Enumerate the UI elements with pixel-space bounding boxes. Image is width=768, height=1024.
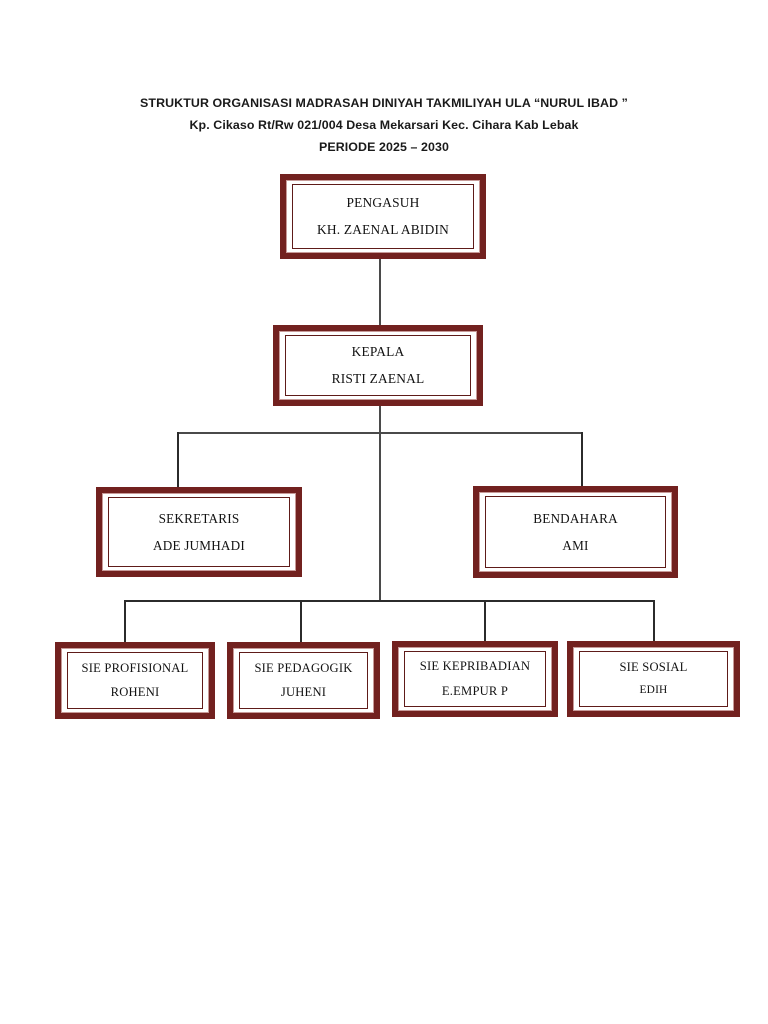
node-pengasuh-frame: PENGASUH KH. ZAENAL ABIDIN <box>286 180 480 253</box>
node-sekretaris-frame: SEKRETARIS ADE JUMHADI <box>102 493 296 571</box>
chart-heading: STRUKTUR ORGANISASI MADRASAH DINIYAH TAK… <box>0 92 768 158</box>
node-kepala-role: KEPALA <box>351 343 405 359</box>
heading-line-title: STRUKTUR ORGANISASI MADRASAH DINIYAH TAK… <box>140 96 628 110</box>
node-sie-profisional[interactable]: SIE PROFISIONAL ROHENI <box>55 642 215 719</box>
node-sie-pedagogik-role: SIE PEDAGOGIK <box>254 660 353 675</box>
connector-drop-pedagogik <box>300 600 302 642</box>
node-sekretaris[interactable]: SEKRETARIS ADE JUMHADI <box>96 487 302 577</box>
node-sie-kepribadian[interactable]: SIE KEPRIBADIAN E.EMPUR P <box>392 641 558 717</box>
node-pengasuh-person: KH. ZAENAL ABIDIN <box>317 222 449 237</box>
connector-drop-sekretaris <box>177 432 179 488</box>
node-sie-sosial-role: SIE SOSIAL <box>619 659 688 674</box>
node-sie-sosial-content: SIE SOSIAL EDIH <box>578 650 729 708</box>
node-sie-kepribadian-role: SIE KEPRIBADIAN <box>419 659 531 674</box>
node-sie-sosial[interactable]: SIE SOSIAL EDIH <box>567 641 740 717</box>
connector-drop-profisional <box>124 600 126 642</box>
node-bendahara[interactable]: BENDAHARA AMI <box>473 486 678 578</box>
node-sie-pedagogik-person: JUHENI <box>280 685 327 699</box>
connector-drop-bendahara <box>581 432 583 487</box>
node-bendahara-frame: BENDAHARA AMI <box>479 492 672 572</box>
node-kepala-frame: KEPALA RISTI ZAENAL <box>279 331 477 400</box>
heading-line-period: PERIODE 2025 – 2030 <box>318 140 450 154</box>
connector-drop-sosial <box>653 600 655 642</box>
connector-level3-bar <box>124 600 655 602</box>
node-sie-sosial-frame: SIE SOSIAL EDIH <box>573 647 734 711</box>
node-pengasuh[interactable]: PENGASUH KH. ZAENAL ABIDIN <box>280 174 486 259</box>
node-sie-kepribadian-person: E.EMPUR P <box>441 683 509 698</box>
node-sie-pedagogik-content: SIE PEDAGOGIK JUHENI <box>238 651 369 710</box>
node-kepala-content: KEPALA RISTI ZAENAL <box>284 334 472 397</box>
node-sekretaris-role: SEKRETARIS <box>158 510 240 526</box>
connector-drop-kepribadian <box>484 600 486 642</box>
node-sie-profisional-frame: SIE PROFISIONAL ROHENI <box>61 648 209 713</box>
node-pengasuh-role: PENGASUH <box>346 194 420 210</box>
node-bendahara-content: BENDAHARA AMI <box>484 495 667 569</box>
node-kepala-person: RISTI ZAENAL <box>331 371 425 386</box>
node-sie-profisional-person: ROHENI <box>110 685 160 699</box>
connector-pengasuh-to-kepala <box>379 258 381 326</box>
node-sie-kepribadian-content: SIE KEPRIBADIAN E.EMPUR P <box>403 650 547 708</box>
node-sie-sosial-person: EDIH <box>639 684 668 697</box>
node-kepala[interactable]: KEPALA RISTI ZAENAL <box>273 325 483 406</box>
node-sie-kepribadian-frame: SIE KEPRIBADIAN E.EMPUR P <box>398 647 552 711</box>
node-bendahara-person: AMI <box>562 537 589 553</box>
heading-line-address: Kp. Cikaso Rt/Rw 021/004 Desa Mekarsari … <box>189 118 579 132</box>
node-pengasuh-content: PENGASUH KH. ZAENAL ABIDIN <box>291 183 475 250</box>
connector-kepala-trunk <box>379 405 381 601</box>
connector-level2-bar <box>177 432 583 434</box>
node-sie-pedagogik-frame: SIE PEDAGOGIK JUHENI <box>233 648 374 713</box>
node-sie-profisional-role: SIE PROFISIONAL <box>81 660 189 675</box>
node-bendahara-role: BENDAHARA <box>533 510 618 526</box>
node-sekretaris-person: ADE JUMHADI <box>153 537 245 553</box>
node-sie-pedagogik[interactable]: SIE PEDAGOGIK JUHENI <box>227 642 380 719</box>
node-sekretaris-content: SEKRETARIS ADE JUMHADI <box>107 496 291 568</box>
node-sie-profisional-content: SIE PROFISIONAL ROHENI <box>66 651 204 710</box>
